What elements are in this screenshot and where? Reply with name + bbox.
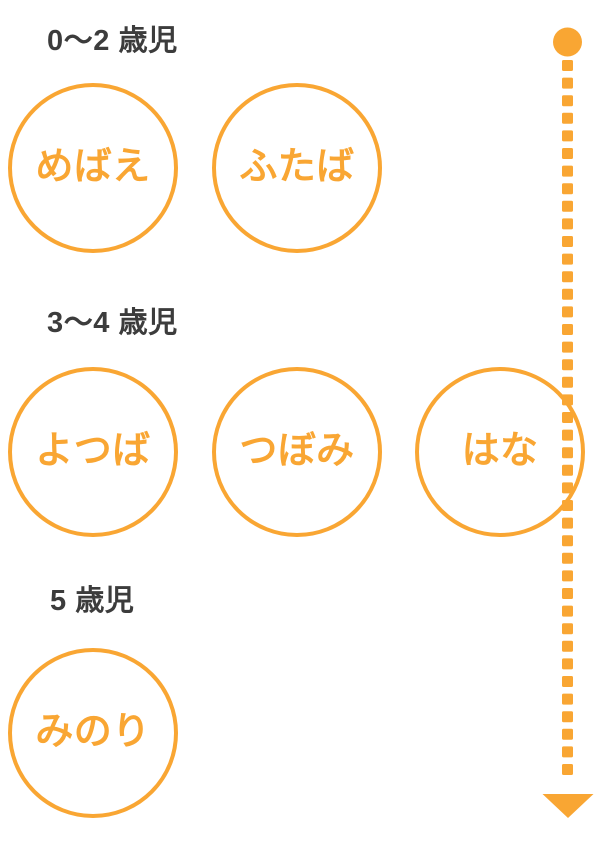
timeline-dot (562, 359, 573, 371)
timeline-dot (562, 165, 573, 177)
class-circle-tsubomi[interactable]: つぼみ (212, 367, 382, 537)
timeline-dot (562, 324, 573, 335)
timeline-dot (562, 112, 573, 124)
timeline-dot (562, 605, 573, 617)
timeline-dot (562, 95, 573, 107)
class-circle-minori[interactable]: みのり (8, 648, 178, 818)
class-label-mebae: めばえ (35, 146, 151, 188)
class-label-minori: みのり (35, 711, 151, 753)
age-group-heading-5: 5 歳児 (50, 585, 135, 617)
timeline-dot (562, 517, 573, 529)
timeline-dot (562, 464, 573, 476)
timeline-dot (562, 288, 573, 300)
timeline-dot (562, 218, 573, 230)
class-circle-futaba[interactable]: ふたば (212, 83, 382, 253)
timeline-dot (562, 394, 573, 406)
timeline-dot (562, 711, 573, 723)
class-circle-mebae[interactable]: めばえ (8, 83, 178, 253)
timeline-arrowhead-icon (542, 794, 594, 818)
timeline-dot (562, 341, 573, 353)
timeline-dot (562, 482, 573, 494)
timeline-dot (562, 412, 573, 423)
progression-arrow-graphic (542, 27, 594, 818)
progression-timeline (540, 20, 600, 830)
timeline-dot (562, 447, 573, 459)
timeline-dot (562, 570, 573, 582)
timeline-dot (562, 200, 573, 212)
timeline-dot (562, 764, 573, 775)
timeline-start-circle-icon (553, 27, 582, 57)
timeline-dot (562, 130, 573, 142)
class-label-hana: はな (461, 430, 539, 472)
class-circle-yotsuba[interactable]: よつば (8, 367, 178, 537)
timeline-dot (562, 60, 573, 71)
timeline-dot (562, 640, 573, 652)
class-label-yotsuba: よつば (35, 430, 151, 472)
timeline-dot (562, 623, 573, 635)
timeline-dot (562, 728, 573, 740)
age-group-heading-3-4: 3〜4 歳児 (47, 307, 178, 339)
class-circle-hana[interactable]: はな (415, 367, 585, 537)
timeline-dot (562, 271, 573, 283)
timeline-dot (562, 376, 573, 388)
class-label-tsubomi: つぼみ (239, 430, 355, 472)
timeline-dot (562, 746, 573, 758)
class-label-futaba: ふたば (239, 146, 355, 188)
timeline-dot (562, 236, 573, 247)
timeline-dot (562, 183, 573, 195)
timeline-dot (562, 588, 573, 599)
timeline-dotted-line (562, 60, 573, 775)
timeline-dot (562, 306, 573, 318)
timeline-dot (562, 500, 573, 511)
timeline-dot (562, 658, 573, 670)
timeline-dot (562, 552, 573, 564)
timeline-dot (562, 77, 573, 89)
timeline-dot (562, 148, 573, 159)
timeline-dot (562, 693, 573, 705)
timeline-dot (562, 253, 573, 265)
timeline-dot (562, 535, 573, 547)
timeline-dot (562, 676, 573, 687)
timeline-dot (562, 429, 573, 441)
age-group-heading-0-2: 0〜2 歳児 (47, 25, 178, 57)
